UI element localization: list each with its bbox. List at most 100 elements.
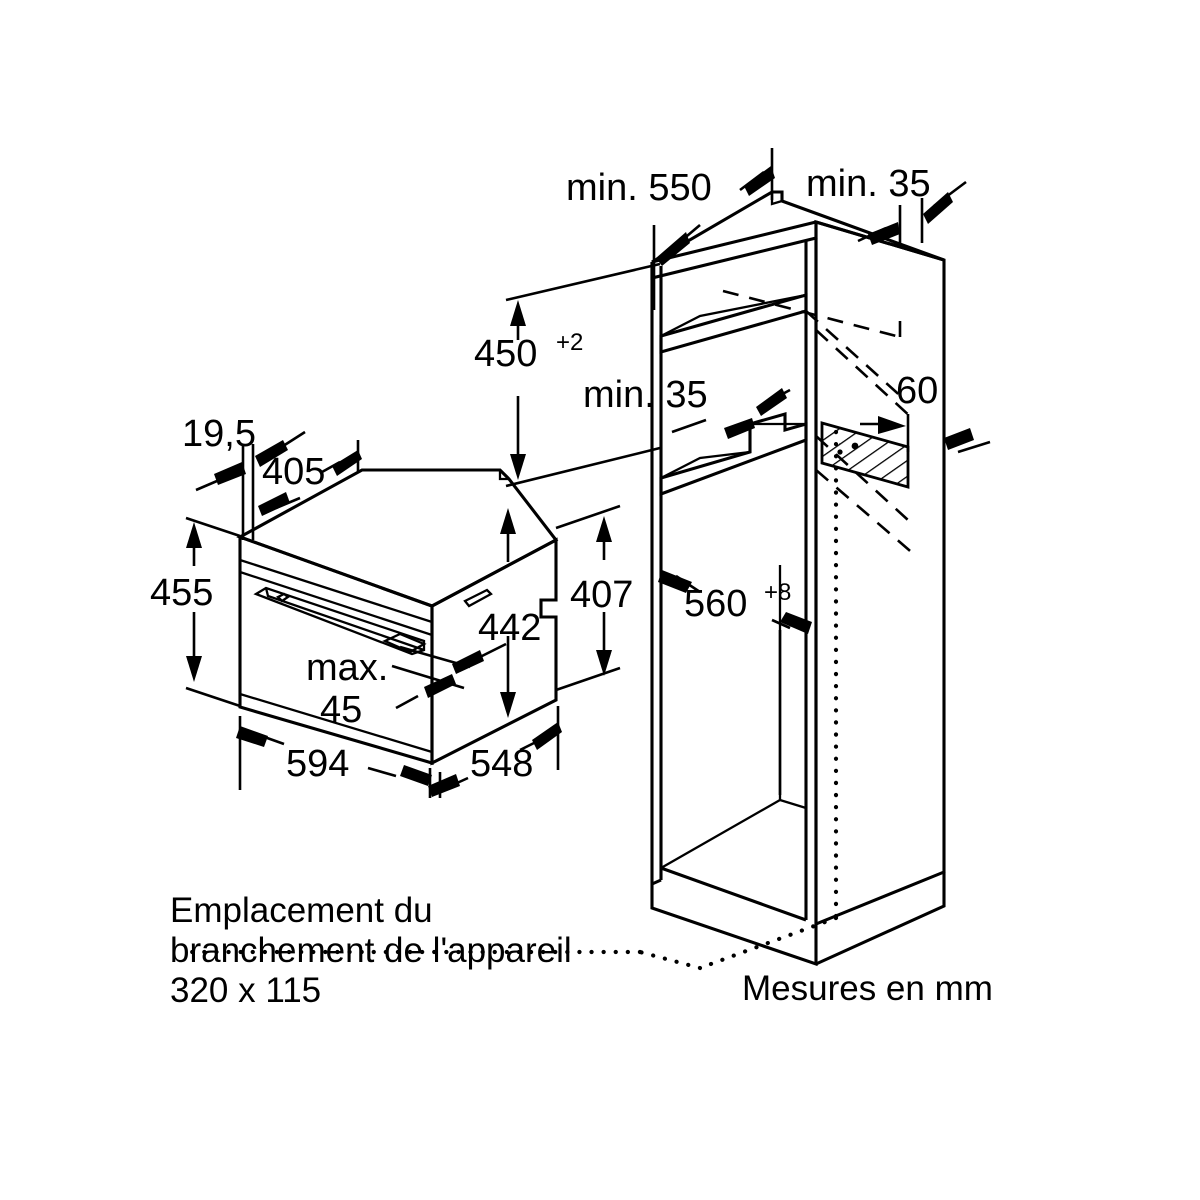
- dim-35-top-arrowhead-right: [923, 192, 953, 224]
- dim-45-arrowhead-upper: [452, 650, 484, 674]
- dim-35-mid-arrowhead-left: [724, 418, 755, 439]
- dim-19-5-arrowhead-left: [214, 462, 246, 485]
- cabinet-hidden-shelf-rear-edge: [722, 289, 901, 339]
- dim-550-arrowhead-right: [744, 166, 775, 196]
- cabinet-lower-shelf-top-face: [660, 450, 751, 480]
- dim-594-leader-right: [367, 766, 397, 778]
- appliance-door-handle-inner: [264, 587, 425, 652]
- dim-455-ext-bottom: [185, 686, 241, 708]
- cabinet-hidden-diagonal-a: [805, 310, 906, 401]
- cable-route-diagonal-upper: [697, 915, 839, 971]
- dimension-19-5: 19,5: [182, 413, 306, 540]
- dim-450-arrowhead-top: [510, 300, 526, 326]
- dimension-594: 594: [236, 716, 442, 798]
- dim-35-top-label: min. 35: [806, 163, 931, 205]
- dim-35-mid-leader-left: [671, 418, 707, 434]
- cabinet-upper-shelf-top-face: [660, 293, 807, 338]
- dim-560-arrowhead-left: [658, 570, 692, 593]
- connection-box-dot-b: [837, 449, 843, 455]
- dim-548-arrowhead-right: [532, 722, 562, 750]
- connection-note-line-3: 320 x 115: [170, 971, 321, 1010]
- dim-548-arrowhead-left: [428, 774, 460, 797]
- measurements-note: Mesures en mm: [742, 969, 993, 1008]
- dimension-442: 442: [478, 508, 541, 718]
- cabinet-hidden-lower-diagonal-a: [815, 435, 909, 521]
- dim-45-arrowhead-lower: [424, 674, 456, 698]
- dimension-407: 407: [555, 504, 633, 692]
- dim-60-label: 60: [896, 370, 938, 412]
- dim-45-leader-upper: [477, 642, 507, 660]
- dimension-60: 60: [860, 370, 991, 454]
- dim-60-arrowhead-outer: [944, 428, 974, 450]
- dimension-560: 560 +8: [658, 570, 812, 795]
- connection-note-line-2: branchement de l'appareil: [170, 931, 572, 970]
- appliance-side-vent: [463, 588, 493, 608]
- dim-450-arrowhead-bottom: [510, 454, 526, 480]
- dim-560-arrowhead-right: [780, 612, 812, 634]
- dim-560-leader-right: [771, 618, 791, 630]
- dim-450-ext-top: [505, 262, 661, 302]
- dimension-max-45: max. 45: [306, 642, 507, 731]
- cabinet-lower-shelf-front-edge: [659, 411, 808, 497]
- dim-45-label-max: max.: [306, 647, 388, 689]
- dim-442-arrowhead-top: [500, 508, 516, 534]
- dimension-450: 450 +2: [474, 262, 661, 488]
- dim-45-label-value: 45: [320, 689, 362, 731]
- appliance-control-panel-lower-edge: [239, 570, 433, 637]
- dim-594-label: 594: [286, 743, 349, 785]
- dim-407-ext-bottom: [555, 666, 621, 692]
- appliance-drawing: [236, 468, 559, 766]
- dim-560-label: 560: [684, 583, 747, 625]
- dimension-min-550: min. 550: [566, 148, 775, 310]
- dimension-548: 548: [428, 706, 562, 797]
- dimension-min-35-top: min. 35: [806, 163, 967, 248]
- dim-450-label: 450: [474, 333, 537, 375]
- dim-45-leader-lower: [395, 694, 419, 710]
- dim-19-5-arrowhead-right: [255, 440, 288, 467]
- cabinet-hidden-diagonal-b: [815, 329, 913, 419]
- dimension-min-35-middle: min. 35: [583, 374, 791, 439]
- dim-442-label: 442: [478, 607, 541, 649]
- cabinet-hidden-lower-diagonal-b: [815, 469, 917, 557]
- dim-594-arrowhead-right: [400, 765, 432, 786]
- dim-550-label: min. 550: [566, 167, 712, 209]
- dim-35-top-arrowhead-left: [868, 222, 900, 245]
- dim-594-arrowhead-left: [236, 726, 268, 747]
- appliance-top-rear-notch: [498, 470, 509, 481]
- dimension-405: 405: [258, 440, 362, 516]
- dim-455-ext-top: [185, 516, 241, 538]
- dim-405-arrowhead-left: [258, 492, 290, 516]
- dim-560-tolerance: +8: [764, 579, 791, 606]
- cabinet-interior-floor-front: [660, 866, 807, 922]
- dim-455-arrowhead-top: [186, 522, 202, 548]
- dim-60-arrowhead-inner: [878, 416, 906, 434]
- dim-548-label: 548: [470, 743, 533, 785]
- dim-407-label: 407: [570, 574, 633, 616]
- dim-455-arrowhead-bottom: [186, 656, 202, 682]
- dim-442-arrowhead-bottom: [500, 692, 516, 718]
- cabinet-plinth-front: [650, 884, 818, 967]
- appliance-door-handle: [253, 586, 426, 656]
- dim-450-tolerance: +2: [556, 329, 583, 356]
- dim-405-label: 405: [262, 451, 325, 493]
- dim-407-ext-top: [555, 504, 621, 530]
- connection-box-dot-a: [851, 442, 859, 450]
- appliance-handle-cap-left: [276, 592, 290, 603]
- appliance-door-bottom-seam: [239, 692, 433, 754]
- dim-60-leader-outer: [957, 440, 991, 454]
- cabinet-plinth-right: [815, 872, 946, 966]
- dimension-455: 455: [150, 516, 241, 708]
- dim-407-arrowhead-bottom: [596, 650, 612, 676]
- dim-455-label: 455: [150, 572, 213, 614]
- dim-19-5-label: 19,5: [182, 413, 256, 455]
- dim-405-arrowhead-right: [332, 450, 362, 476]
- dim-550-arrowhead-left: [656, 232, 690, 266]
- notes-group: Emplacement du branchement de l'appareil…: [170, 891, 993, 1010]
- dim-35-mid-label: min. 35: [583, 374, 708, 416]
- cabinet-left-panel-bottom: [651, 878, 662, 886]
- appliance-control-panel-upper-edge: [239, 558, 433, 624]
- dim-407-arrowhead-top: [596, 516, 612, 542]
- cable-route-diagonal-kink: [637, 949, 703, 971]
